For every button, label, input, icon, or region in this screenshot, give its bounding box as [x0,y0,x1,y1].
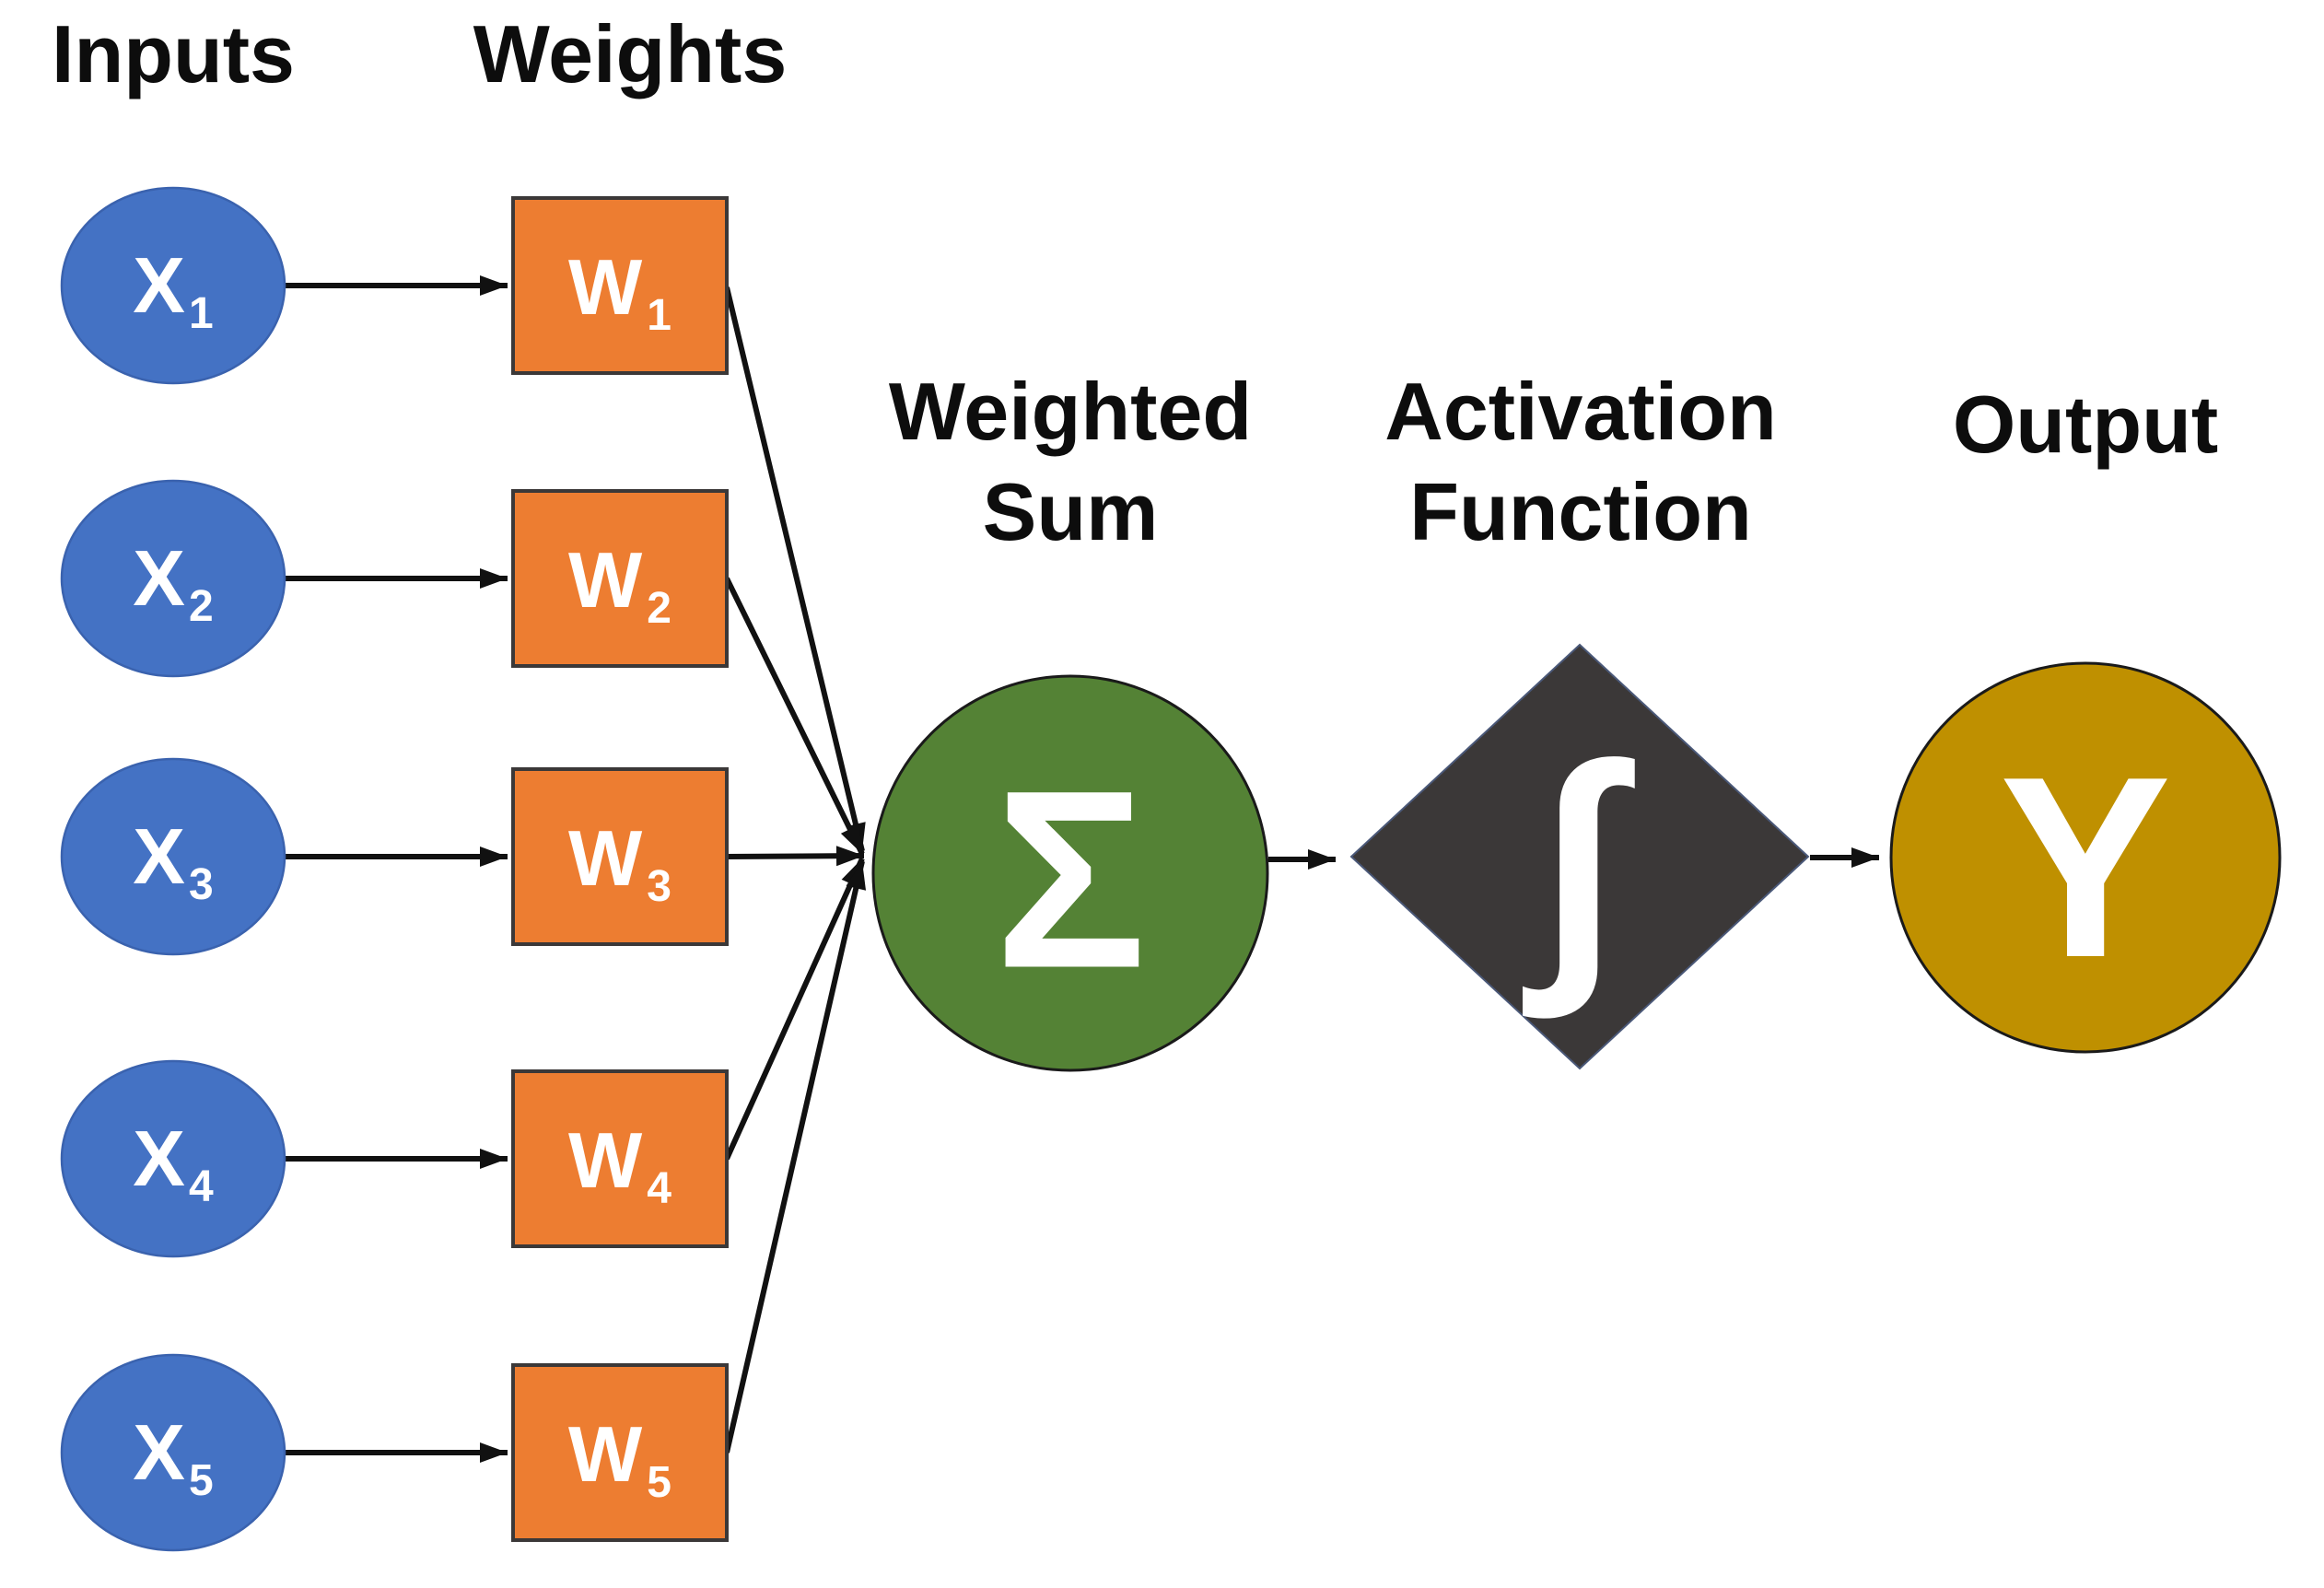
sigma-symbol: Σ [994,739,1146,1022]
input-node-x4 [60,1059,286,1258]
output-symbol: Y [2000,724,2172,1011]
heading-activation-function: Activation Function [1384,366,1777,558]
arrow-w3-sum [726,846,865,867]
input-label-x2: X2 [133,535,213,631]
input-node-x3 [60,757,286,956]
output-node [1889,661,2282,1054]
weight-node-w2 [511,489,729,668]
heading-output: Output [1952,379,2219,470]
heading-inputs: Inputs [52,8,295,99]
heading-weights: Weights [473,8,788,99]
arrow-w4-sum [724,857,865,1161]
weight-node-w5 [511,1363,729,1542]
weight-node-w4 [511,1069,729,1248]
input-node-x5 [60,1353,286,1552]
arrow-w5-sum [724,860,867,1454]
input-label-x4: X4 [133,1115,214,1211]
heading-weighted-sum: Weighted Sum [888,366,1253,558]
arrow-w2-sum [724,577,865,856]
weight-node-w3 [511,767,729,946]
weight-node-w1 [511,196,729,375]
input-node-x1 [60,186,286,385]
input-label-x1: X1 [133,242,213,338]
input-label-x3: X3 [133,813,213,909]
weighted-sum-node [871,674,1269,1072]
activation-node [1349,643,1810,1070]
input-node-x2 [60,479,286,678]
input-label-x5: X5 [133,1409,213,1505]
arrow-w1-sum [724,286,866,852]
